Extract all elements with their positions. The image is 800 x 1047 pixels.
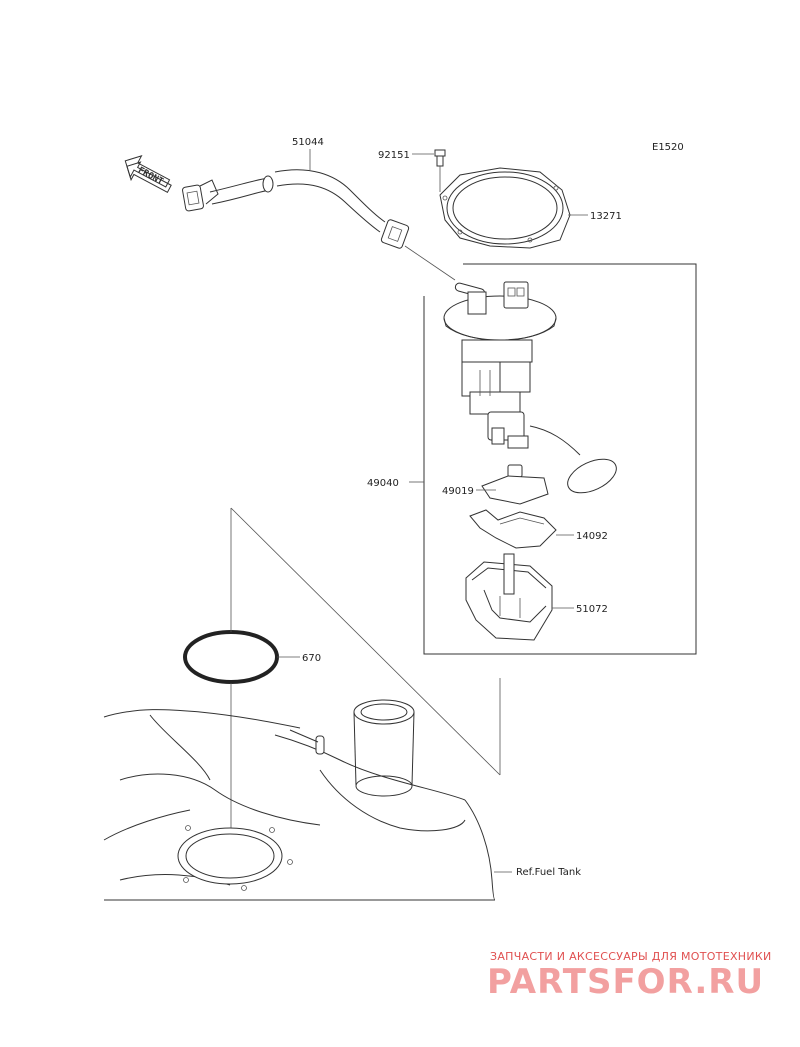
fuel-pump-assembly	[443, 281, 617, 494]
part-label-92151: 92151	[378, 150, 410, 161]
gasket-plate-13271	[439, 167, 571, 249]
reference-label: Ref.Fuel Tank	[516, 867, 581, 878]
front-label: FRONT	[136, 166, 165, 188]
o-ring-670	[183, 630, 279, 684]
fuel-tank	[103, 699, 496, 901]
part-label-49019: 49019	[442, 486, 474, 497]
assembly-frame-49040	[409, 263, 697, 655]
watermark-logo: PARTSFOR.RU	[487, 962, 765, 1002]
part-label-51072: 51072	[576, 604, 608, 615]
part-label-51044: 51044	[292, 137, 324, 148]
part-label-13271: 13271	[590, 211, 622, 222]
holder-51072	[465, 553, 553, 641]
part-label-14092: 14092	[576, 531, 608, 542]
fuel-hose-51044	[182, 169, 456, 281]
part-label-670: 670	[302, 653, 321, 664]
bolt-92151	[434, 149, 446, 192]
bracket-14092	[469, 509, 557, 549]
watermark-tagline: ЗАПЧАСТИ И АКСЕССУАРЫ ДЛЯ МОТОТЕХНИКИ	[490, 950, 772, 963]
guide-lines	[230, 507, 501, 860]
diagram-code: E1520	[652, 142, 684, 153]
part-label-49040: 49040	[367, 478, 399, 489]
front-arrow-icon: FRONT	[124, 155, 172, 193]
filter-49019	[481, 464, 549, 505]
